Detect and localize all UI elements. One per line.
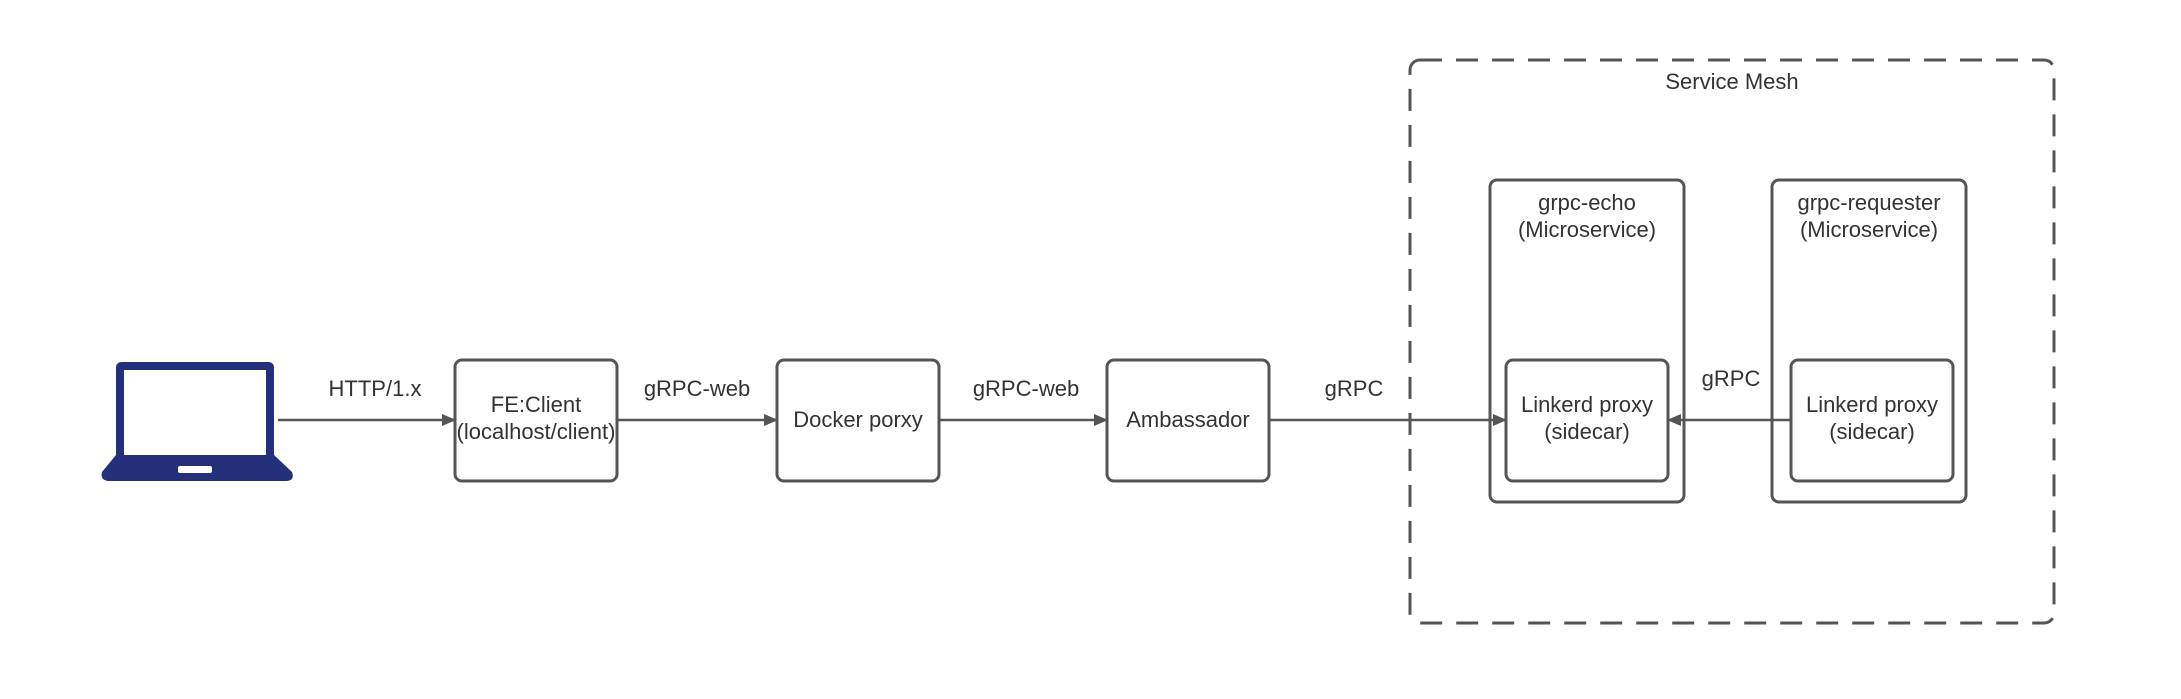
edge-laptop-to-fe-client: HTTP/1.x [278,376,456,426]
edge-label-grpc-web-1: gRPC-web [644,376,750,401]
grpc-requester-sidecar-label-line1: Linkerd proxy [1806,392,1938,417]
grpc-echo-label-line1: grpc-echo [1538,190,1636,215]
ambassador-node: Ambassador [1105,358,1271,483]
fe-client-label-line2: (localhost/client) [457,419,616,444]
edge-fe-client-to-docker-proxy: gRPC-web [617,376,778,426]
edge-ambassador-to-echo-sidecar: gRPC [1269,376,1507,426]
grpc-echo-sidecar-label-line2: (sidecar) [1544,419,1630,444]
edge-label-grpc-1: gRPC [1325,376,1384,401]
service-mesh-boundary [1408,58,2056,625]
docker-proxy-node: Docker porxy [775,358,941,483]
edge-label-http: HTTP/1.x [329,376,422,401]
edge-docker-proxy-to-ambassador: gRPC-web [939,376,1108,426]
grpc-requester-sidecar-label-line2: (sidecar) [1829,419,1915,444]
grpc-requester-label-line1: grpc-requester [1797,190,1940,215]
grpc-echo-sidecar-label-line1: Linkerd proxy [1521,392,1653,417]
grpc-requester-label-line2: (Microservice) [1800,217,1938,242]
ambassador-label: Ambassador [1126,407,1250,432]
docker-proxy-label: Docker porxy [793,407,923,432]
edge-label-grpc-web-2: gRPC-web [973,376,1079,401]
grpc-requester-sidecar-node: Linkerd proxy (sidecar) [1789,358,1955,483]
service-mesh-group: Service Mesh [1408,58,2056,625]
fe-client-node: FE:Client (localhost/client) [453,358,619,483]
edge-requester-sidecar-to-echo-sidecar: gRPC [1667,366,1791,426]
grpc-echo-label-line2: (Microservice) [1518,217,1656,242]
grpc-requester-node: grpc-requester (Microservice) Linkerd pr… [1770,178,1968,504]
laptop-icon [101,362,293,481]
grpc-echo-sidecar-node: Linkerd proxy (sidecar) [1504,358,1670,483]
service-mesh-label: Service Mesh [1665,69,1798,94]
edge-label-grpc-2: gRPC [1702,366,1761,391]
grpc-echo-node: grpc-echo (Microservice) Linkerd proxy (… [1488,178,1686,504]
fe-client-label-line1: FE:Client [491,392,581,417]
